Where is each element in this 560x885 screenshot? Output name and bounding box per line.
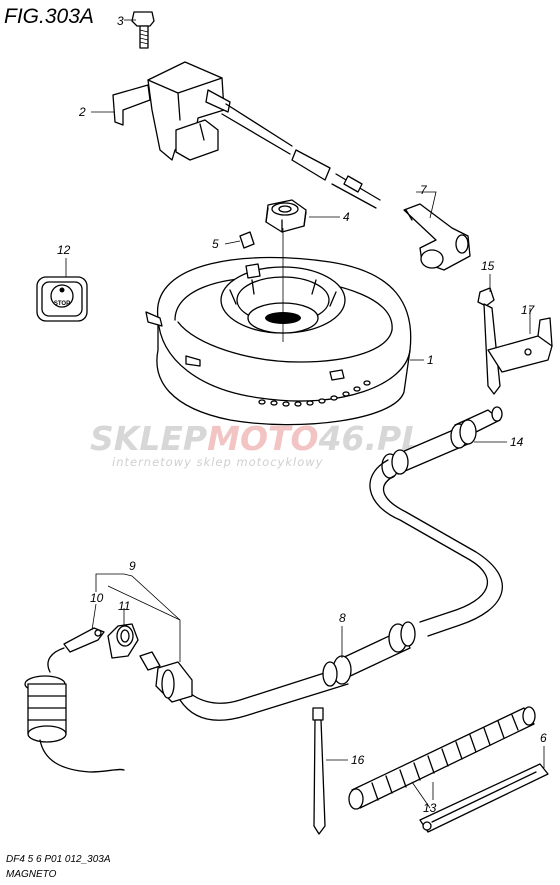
callout-12: 12 (57, 243, 71, 257)
part-15-clip (477, 287, 501, 395)
footer-name: MAGNETO (6, 869, 57, 880)
part-7-plug-cap (403, 203, 471, 271)
part-2-ignition-coil (112, 61, 231, 161)
watermark-brand-3: 46 (318, 419, 365, 458)
callout-10: 10 (90, 591, 104, 605)
watermark-tagline: internetowy sklep motocyklowy (112, 455, 323, 469)
part-5-woodruff-key (239, 231, 255, 249)
watermark-brand-2: MOTO (207, 419, 318, 458)
part-3-bolt (131, 11, 155, 49)
part-11-cap-nut (107, 623, 139, 659)
callout-1: 1 (427, 353, 434, 367)
part-13-spiral-wrap (348, 706, 536, 810)
high-tension-lead (221, 103, 381, 209)
callout-11: 11 (118, 599, 130, 613)
part-10-terminal (47, 627, 105, 673)
callout-3: 3 (117, 14, 124, 28)
svg-text:SKLEPMOTO46.PL: SKLEPMOTO46.PL (90, 419, 422, 458)
part-1-flywheel (145, 256, 412, 426)
watermark: SKLEPMOTO46.PL internetowy sklep motocyk… (90, 419, 422, 469)
part-16-cable-tie (312, 707, 326, 835)
leader-lines (65, 19, 545, 809)
callout-7: 7 (420, 183, 428, 197)
part-4-flywheel-nut (265, 199, 307, 233)
callout-14: 14 (510, 435, 524, 449)
part-17-plate (487, 317, 553, 373)
watermark-brand-1: SKLEP (90, 419, 207, 458)
callout-2: 2 (78, 105, 86, 119)
part-8-grommet (322, 621, 416, 687)
callout-17: 17 (521, 303, 536, 317)
flywheel-timing-holes (258, 380, 371, 407)
coiled-lead-wire (24, 675, 125, 773)
part-6-clamp (419, 763, 549, 833)
callout-16: 16 (351, 753, 365, 767)
footer-code: DF4 5 6 P01 012_303A (6, 854, 111, 865)
callout-15: 15 (481, 259, 495, 273)
callout-9: 9 (129, 559, 136, 573)
callout-6: 6 (540, 731, 547, 745)
part-12-stop-switch: STOP (36, 276, 88, 322)
callout-5: 5 (212, 237, 219, 251)
callout-4: 4 (343, 210, 350, 224)
part-9-connector (139, 651, 193, 703)
figure-title: FIG.303A (4, 5, 94, 28)
callout-numbers: 3 2 4 5 7 12 1 15 17 14 9 10 11 8 16 13 … (57, 14, 547, 815)
wire-harness (179, 459, 504, 721)
callout-8: 8 (339, 611, 346, 625)
callout-13: 13 (423, 801, 437, 815)
stop-switch-label: STOP (54, 301, 70, 307)
part-14-protector (381, 406, 503, 479)
